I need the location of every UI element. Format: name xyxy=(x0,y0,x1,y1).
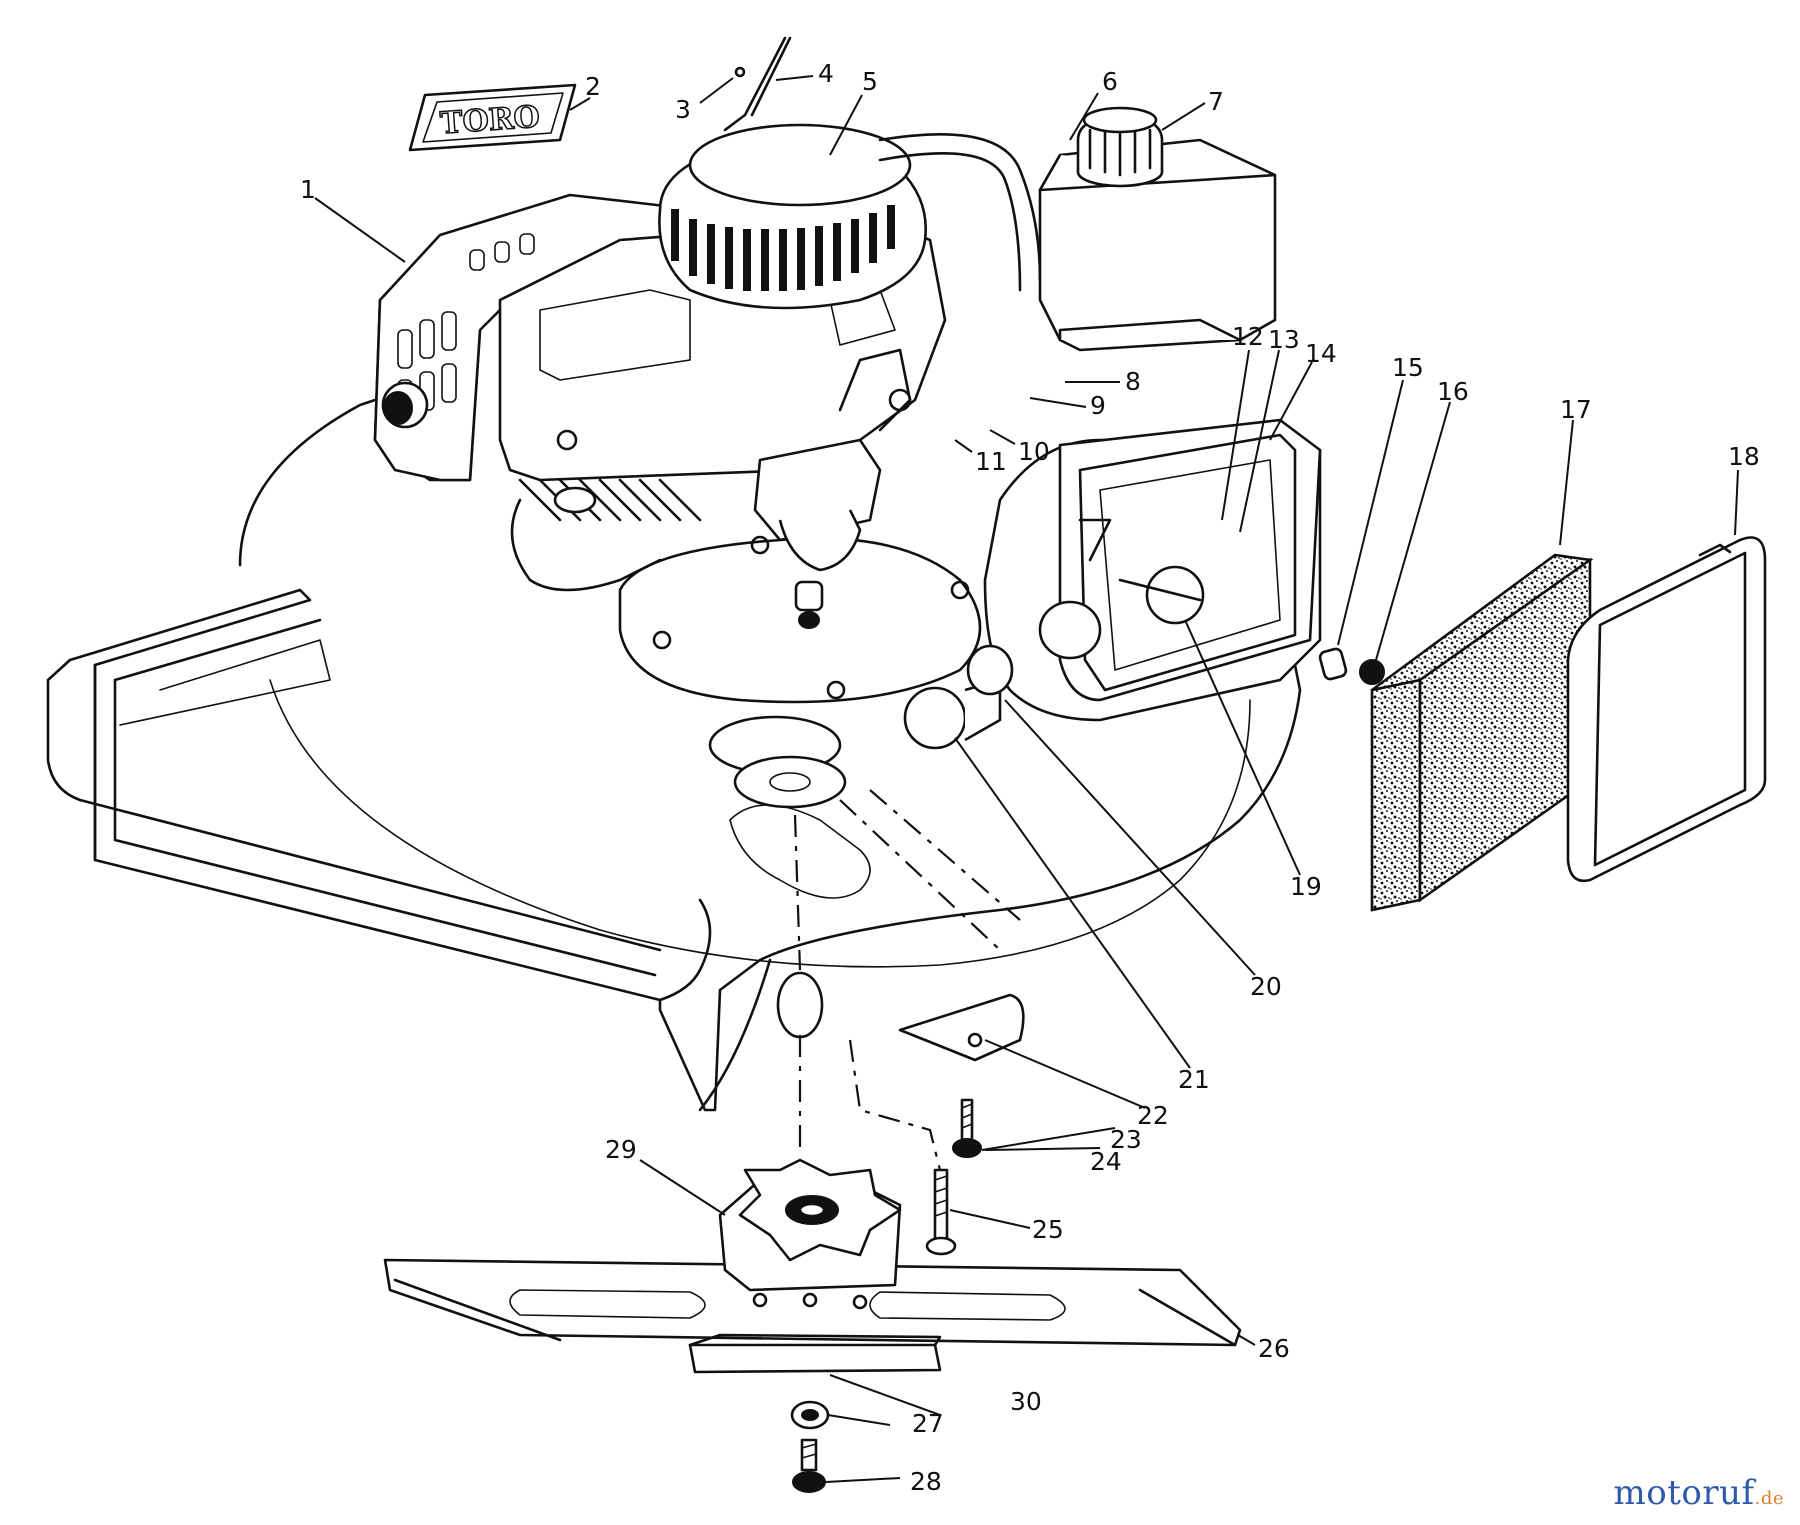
fuel-tank xyxy=(1038,106,1277,352)
blade-washer xyxy=(790,1400,830,1430)
bolt-23 xyxy=(952,1098,982,1158)
callout-15: 15 xyxy=(1392,353,1424,382)
callout-9: 9 xyxy=(1090,391,1106,420)
callout-16: 16 xyxy=(1437,377,1469,406)
watermark-suffix: .de xyxy=(1754,1488,1784,1509)
callout-numbers: 1 2 3 4 5 6 7 8 9 10 11 12 13 14 15 16 1… xyxy=(300,59,1760,1496)
mower-blade xyxy=(383,1258,1242,1347)
blade-adapter-stack xyxy=(708,715,847,1039)
dashed-alignment-lines xyxy=(793,789,1021,1171)
callout-10: 10 xyxy=(1018,437,1050,466)
callout-2: 2 xyxy=(585,72,601,101)
callout-1: 1 xyxy=(300,175,316,204)
blade-adapter xyxy=(718,1158,902,1292)
callout-5: 5 xyxy=(862,67,878,96)
spacer-part xyxy=(1318,647,1348,681)
callout-8: 8 xyxy=(1125,367,1141,396)
blade-stiffener xyxy=(688,1333,942,1374)
engine-assembly xyxy=(373,123,1042,629)
callout-19: 19 xyxy=(1290,872,1322,901)
callout-12: 12 xyxy=(1232,322,1264,351)
throttle-cable xyxy=(723,36,792,132)
callout-6: 6 xyxy=(1102,67,1118,96)
callout-7: 7 xyxy=(1208,87,1224,116)
air-cleaner-body xyxy=(983,418,1322,722)
callout-3: 3 xyxy=(675,95,691,124)
callout-leaders xyxy=(314,75,1739,1483)
toro-logo-text: TORO xyxy=(439,100,541,142)
callout-30: 30 xyxy=(1010,1387,1042,1416)
site-watermark: motoruf.de xyxy=(1614,1473,1784,1513)
callout-24: 24 xyxy=(1090,1147,1122,1176)
bolt-25 xyxy=(925,1168,957,1256)
foam-filter-element xyxy=(1370,553,1594,912)
callout-13: 13 xyxy=(1268,325,1300,354)
deflector-plate xyxy=(898,993,1025,1062)
callout-29: 29 xyxy=(605,1135,637,1164)
watermark-main: motoruf xyxy=(1613,1473,1755,1513)
callout-25: 25 xyxy=(1032,1215,1064,1244)
breather-assembly xyxy=(903,644,1014,750)
air-cleaner-cover xyxy=(1566,536,1767,883)
callout-21: 21 xyxy=(1178,1065,1210,1094)
callout-18: 18 xyxy=(1728,442,1760,471)
nut-part xyxy=(1359,659,1385,685)
callout-14: 14 xyxy=(1305,339,1337,368)
callout-17: 17 xyxy=(1560,395,1592,424)
callout-20: 20 xyxy=(1250,972,1282,1001)
callout-23: 23 xyxy=(1110,1125,1142,1154)
callout-11: 11 xyxy=(975,447,1007,476)
toro-logo-decal: TORO xyxy=(408,83,577,152)
blade-bolt xyxy=(792,1438,826,1493)
callout-27: 27 xyxy=(912,1409,944,1438)
callout-26: 26 xyxy=(1258,1334,1290,1363)
callout-22: 22 xyxy=(1137,1101,1169,1130)
callout-28: 28 xyxy=(910,1467,942,1496)
callout-4: 4 xyxy=(818,59,834,88)
